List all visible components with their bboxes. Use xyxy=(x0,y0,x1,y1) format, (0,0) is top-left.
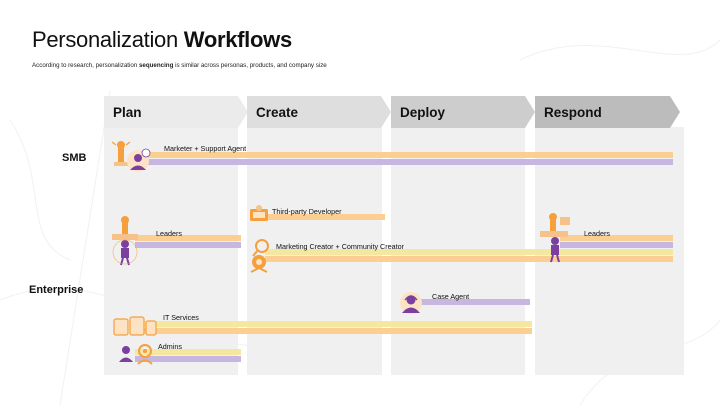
support-agent-icon xyxy=(127,148,151,172)
page-subtitle: According to research, personalization s… xyxy=(32,62,327,69)
phase-respond: Respond xyxy=(535,96,680,128)
bar-it-services-orange xyxy=(135,328,532,334)
marketer-icon xyxy=(111,141,131,166)
bar-leaders-respond-orange xyxy=(560,235,673,241)
phase-create-label: Create xyxy=(256,105,299,120)
phase-create: Create xyxy=(247,96,391,128)
bar-leaders-plan-orange xyxy=(135,235,241,241)
bar-third-party-orange xyxy=(265,214,385,220)
phase-respond-label: Respond xyxy=(544,105,602,120)
persona-label-it-services: IT Services xyxy=(163,313,199,322)
bar-case-agent-purple xyxy=(420,299,530,305)
bar-it-services-yellow xyxy=(135,321,532,327)
persona-label-leaders-plan: Leaders xyxy=(156,229,182,238)
bar-marketer-support-purple xyxy=(140,159,673,165)
persona-label-admins: Admins xyxy=(158,342,182,351)
persona-label-case-agent: Case Agent xyxy=(432,292,470,301)
phase-plan: Plan xyxy=(104,96,248,128)
phase-deploy-label: Deploy xyxy=(400,105,446,120)
bar-marketing-community-orange xyxy=(265,256,673,262)
page-title: Personalization Workflows xyxy=(32,27,292,52)
row-label-smb: SMB xyxy=(62,152,87,164)
bar-marketer-support-orange xyxy=(140,152,673,158)
leaders-plan-icon xyxy=(112,216,138,266)
bar-leaders-respond-purple xyxy=(560,242,673,248)
persona-label-marketing-community: Marketing Creator + Community Creator xyxy=(276,242,405,251)
bar-admins-yellow xyxy=(135,349,241,355)
phase-plan-label: Plan xyxy=(113,105,142,120)
developer-icon xyxy=(250,205,268,221)
row-label-enterprise: Enterprise xyxy=(29,284,84,296)
persona-label-leaders-respond: Leaders xyxy=(584,229,610,238)
bar-marketing-community-yellow xyxy=(265,249,673,255)
it-services-icon xyxy=(113,316,157,336)
bar-admins-purple xyxy=(135,356,241,362)
bar-leaders-plan-purple xyxy=(135,242,241,248)
persona-label-marketer-support: Marketer + Support Agent xyxy=(164,144,247,153)
leaders-respond-icon xyxy=(540,213,570,263)
marketing-creator-icon xyxy=(250,239,269,273)
persona-label-third-party: Third-party Developer xyxy=(272,207,342,216)
case-agent-icon xyxy=(400,292,422,314)
admins-icon xyxy=(119,344,153,365)
phase-deploy: Deploy xyxy=(391,96,535,128)
